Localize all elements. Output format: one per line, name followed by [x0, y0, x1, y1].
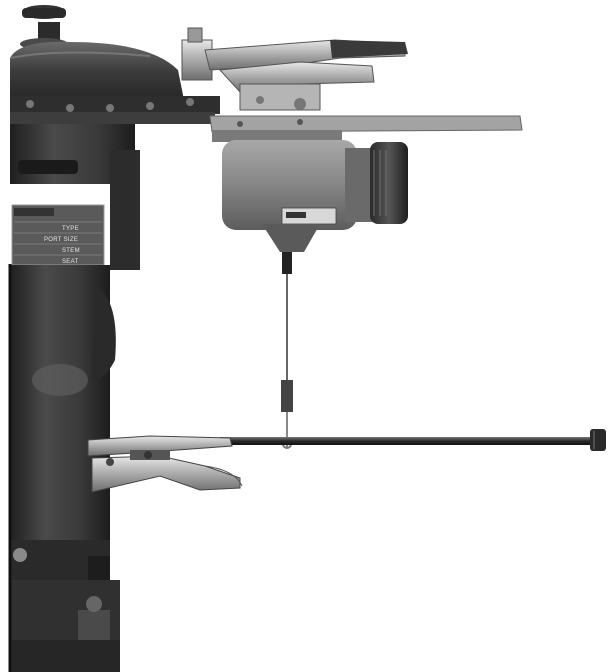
locking-pliers — [87, 435, 243, 493]
toggle-clamp — [181, 27, 408, 111]
nameplate-seat: SEAT — [62, 259, 78, 265]
measurement-cable — [281, 252, 293, 449]
nameplate-stem: STEM — [62, 248, 80, 254]
valve-nameplate: TYPE PORT SIZE STEM SEAT — [11, 204, 105, 266]
nameplate-type: TYPE — [62, 226, 79, 232]
motor-encoder-unit — [222, 140, 408, 252]
valve-yoke — [10, 124, 140, 270]
actuator-dome — [9, 41, 220, 124]
mounting-plate — [209, 115, 523, 142]
valve-body — [8, 264, 120, 672]
nameplate-port-size: PORT SIZE — [44, 237, 78, 243]
extension-rod — [220, 429, 606, 451]
